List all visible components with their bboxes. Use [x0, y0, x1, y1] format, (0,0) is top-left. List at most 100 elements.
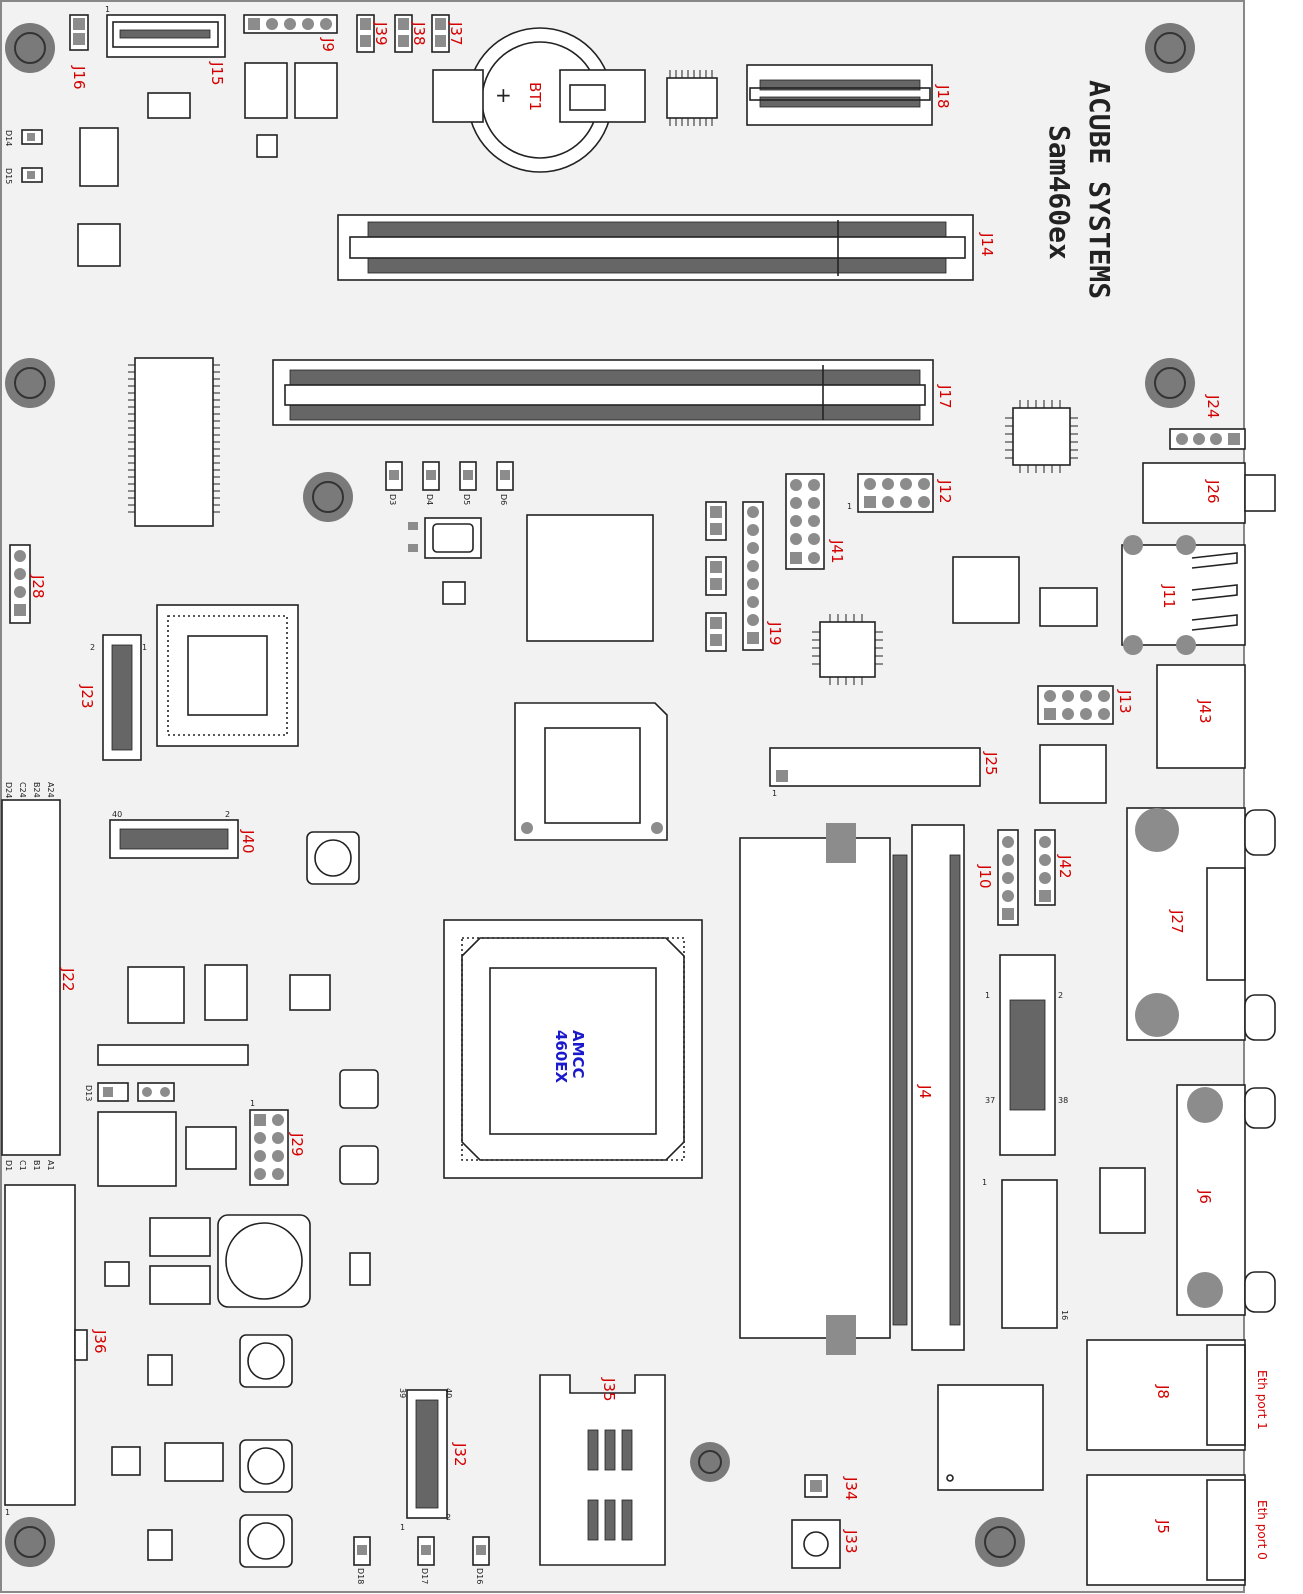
svg-text:39: 39 — [398, 1388, 407, 1398]
leds-d16-d18: D18 D17 D16 — [353, 1536, 490, 1584]
svg-text:J11: J11 — [1160, 584, 1178, 609]
svg-text:J22: J22 — [59, 967, 77, 992]
svg-text:J24: J24 — [1204, 394, 1222, 419]
ic-bga-center — [526, 514, 654, 642]
ic-qfp-j11 — [812, 556, 1098, 685]
svg-text:D18: D18 — [356, 1568, 365, 1584]
svg-text:2: 2 — [1058, 991, 1063, 1000]
svg-text:D17: D17 — [420, 1568, 429, 1584]
parts-bottom-left — [111, 1334, 293, 1568]
connector-j32: 39 40 1 2 J32 — [398, 1388, 469, 1532]
leds-d3-d6: D3 D4 D5 D6 — [385, 461, 514, 505]
model-title: Sam460ex — [1043, 125, 1076, 260]
connector-right-fine-pitch: 1 2 37 38 — [985, 954, 1068, 1156]
ic-qfp-bottom — [937, 1384, 1044, 1491]
svg-text:D4: D4 — [425, 494, 434, 505]
svg-text:J15: J15 — [208, 61, 226, 86]
svg-text:A1: A1 — [46, 1160, 55, 1171]
connector-j19: J19 — [742, 501, 784, 651]
manufacturer-title: ACUBE SYSTEMS — [1083, 80, 1116, 299]
svg-text:D16: D16 — [475, 1568, 484, 1584]
svg-text:J36: J36 — [91, 1329, 109, 1354]
svg-text:D14: D14 — [4, 130, 13, 146]
connector-j9: J9 — [243, 14, 338, 52]
connector-j29: 1 J29 — [249, 1099, 306, 1186]
inductor-square — [306, 831, 360, 885]
ic-plcc-center — [514, 702, 668, 841]
svg-text:1: 1 — [772, 789, 777, 798]
ic-bga-left — [156, 604, 299, 747]
svg-text:J43: J43 — [1196, 699, 1214, 724]
connector-j36-atx: 1 J36 — [4, 1184, 109, 1517]
svg-text:J32: J32 — [451, 1442, 469, 1467]
svg-text:J25: J25 — [982, 751, 1000, 776]
connector-j43: J43 — [1156, 664, 1246, 769]
connector-j25: 1 J25 — [769, 747, 1000, 798]
svg-text:J16: J16 — [70, 65, 88, 90]
connector-j33: J33 — [791, 1519, 860, 1569]
svg-text:J28: J28 — [29, 574, 47, 599]
mounting-holes — [5, 23, 1195, 1567]
svg-text:J37: J37 — [447, 21, 465, 46]
svg-text:J8: J8 — [1154, 1384, 1172, 1399]
svg-text:D13: D13 — [84, 1085, 93, 1101]
connector-j22: D24 C24 B24 A24 D1 C1 B1 A1 J22 — [1, 782, 77, 1171]
svg-text:2: 2 — [225, 810, 230, 819]
svg-text:40: 40 — [112, 810, 122, 819]
parts-left-top: D14 D15 — [4, 62, 338, 267]
jumper-j37: J37 — [431, 14, 465, 53]
connector-j26: J26 — [1142, 462, 1276, 524]
connector-j5-ethernet: J5 Eth port 0 — [1086, 1474, 1269, 1586]
slot-j4-sodimm: J4 — [739, 823, 965, 1355]
ic-soic-j13 — [1039, 744, 1107, 804]
svg-text:2: 2 — [90, 643, 95, 652]
slot-j17: J17 — [272, 359, 954, 426]
power-parts-left — [97, 1111, 371, 1308]
connector-j13: J13 — [1037, 685, 1134, 725]
cpu-label-line2: 460EX — [552, 1030, 570, 1084]
connector-j40: 40 2 J40 — [109, 810, 257, 859]
svg-text:J19: J19 — [766, 621, 784, 646]
svg-text:J14: J14 — [978, 232, 996, 257]
ic-tsop-left — [128, 357, 220, 527]
svg-text:J13: J13 — [1116, 689, 1134, 714]
svg-text:B1: B1 — [32, 1160, 41, 1171]
cpu-amcc-460ex: AMCC 460EX — [443, 919, 703, 1179]
connector-j18: J18 — [746, 64, 952, 126]
connector-j11-usb: J11 — [1121, 535, 1246, 655]
svg-text:1: 1 — [982, 1178, 987, 1187]
svg-text:BT1: BT1 — [526, 82, 544, 111]
connector-j6: J6 — [1176, 1084, 1276, 1316]
svg-text:J42: J42 — [1056, 854, 1074, 879]
eth-port-0-label: Eth port 0 — [1255, 1500, 1269, 1560]
svg-text:D3: D3 — [388, 494, 397, 505]
connector-j8-ethernet: J8 Eth port 1 — [1086, 1339, 1269, 1451]
connector-j28: J28 — [9, 544, 47, 624]
svg-text:D5: D5 — [462, 494, 471, 505]
svg-text:J9: J9 — [319, 37, 337, 52]
svg-text:J5: J5 — [1154, 1519, 1172, 1534]
svg-text:B24: B24 — [32, 782, 41, 798]
svg-text:1: 1 — [985, 991, 990, 1000]
svg-text:J6: J6 — [1196, 1189, 1214, 1204]
svg-text:1: 1 — [142, 643, 147, 652]
svg-text:J41: J41 — [828, 539, 846, 564]
led-d13: D13 — [84, 1082, 175, 1102]
svg-text:2: 2 — [446, 1513, 451, 1522]
connector-j15: 1 J15 — [105, 5, 226, 86]
svg-text:D15: D15 — [4, 168, 13, 184]
svg-text:J17: J17 — [936, 384, 954, 409]
connector-j23: 2 1 J23 — [78, 634, 147, 761]
connector-j12: 1 J12 — [847, 473, 954, 513]
connector-j34: J34 — [804, 1474, 860, 1501]
eth-port-1-label: Eth port 1 — [1255, 1370, 1269, 1430]
svg-text:D1: D1 — [4, 1160, 13, 1171]
svg-text:J26: J26 — [1204, 479, 1222, 504]
svg-text:+: + — [495, 83, 512, 107]
svg-text:40: 40 — [444, 1388, 453, 1398]
svg-text:16: 16 — [1060, 1310, 1069, 1320]
svg-text:1: 1 — [847, 502, 852, 511]
connector-j27: J27 — [1126, 807, 1276, 1041]
resistor-array: 1 16 — [982, 1178, 1069, 1329]
svg-text:D6: D6 — [499, 494, 508, 505]
